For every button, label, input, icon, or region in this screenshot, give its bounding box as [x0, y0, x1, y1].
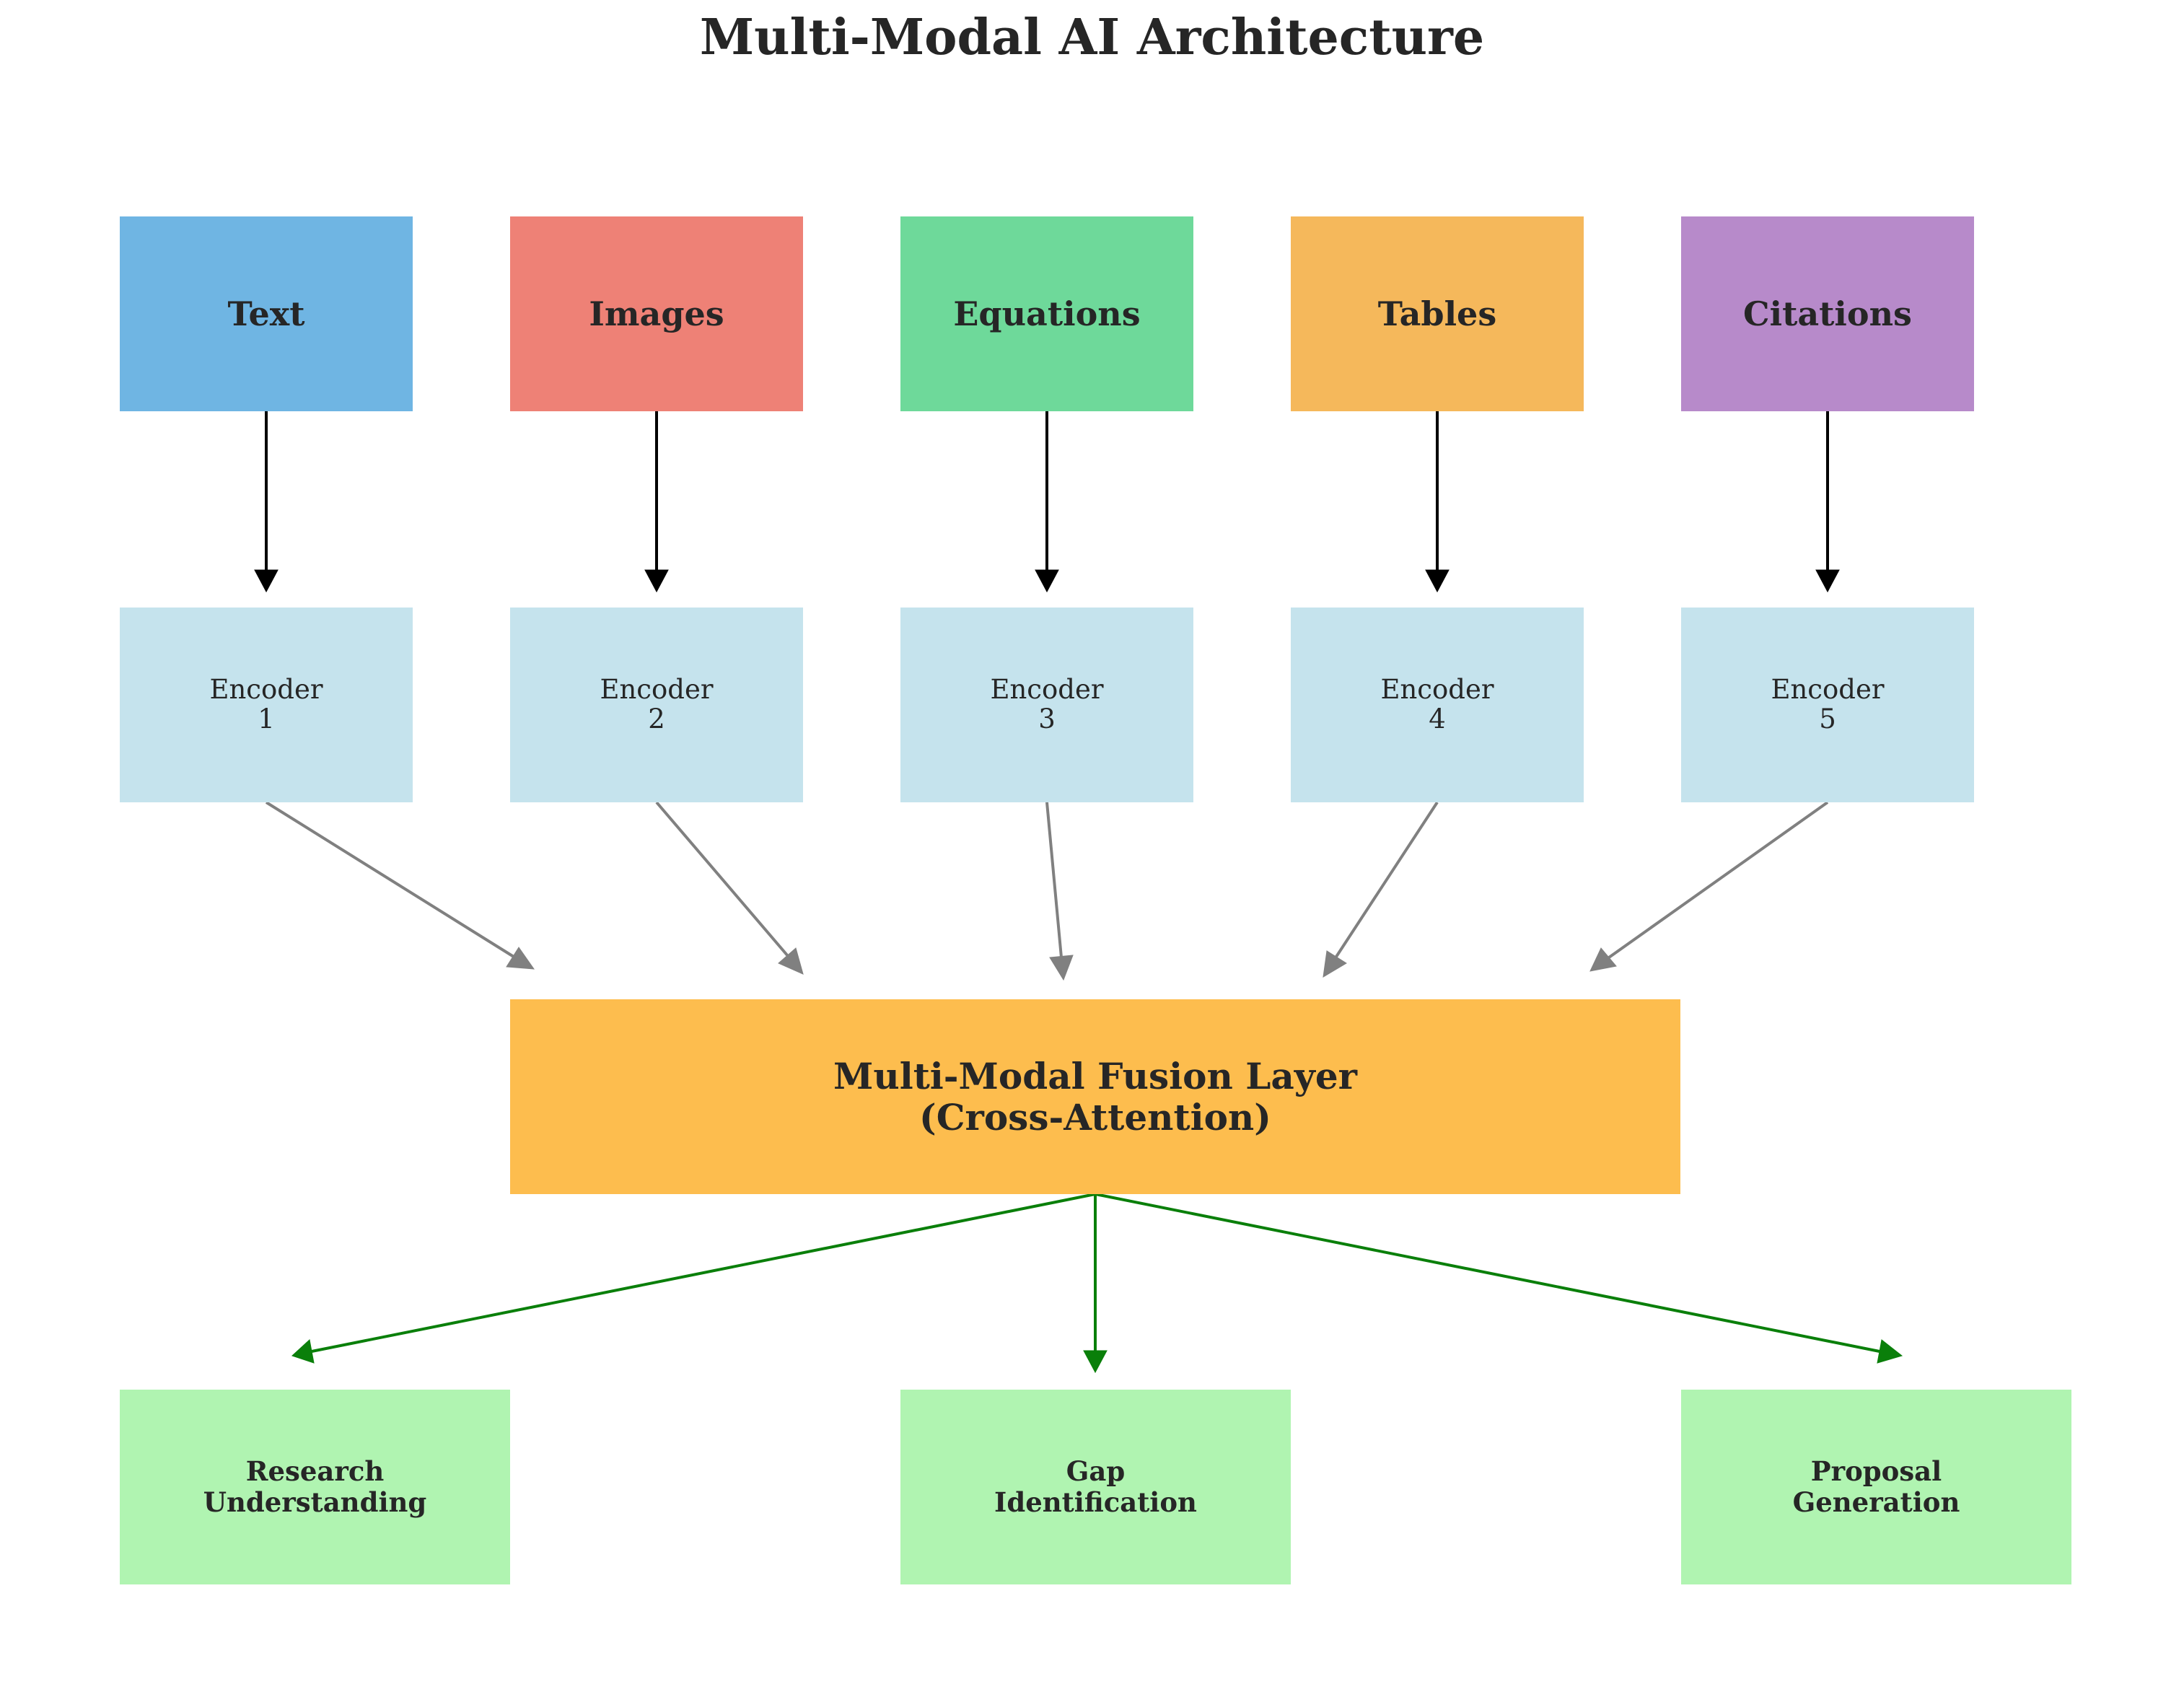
arrow-fusion-to-proposal-generation	[1095, 1193, 1903, 1364]
arrow-encoder-1-to-fusion	[265, 801, 535, 970]
arrow-fusion-to-gap-identification	[1083, 1194, 1108, 1374]
input-box-equations: Equations	[900, 216, 1193, 411]
arrow-equations-to-encoder-3	[1035, 411, 1059, 593]
encoder-box-4: Encoder 4	[1291, 608, 1584, 802]
encoder-box-2: Encoder 2	[510, 608, 803, 802]
input-box-text: Text	[120, 216, 413, 411]
arrow-text-to-encoder-1	[254, 411, 279, 593]
arrow-tables-to-encoder-4	[1425, 411, 1450, 593]
arrow-fusion-to-research-understanding	[291, 1193, 1096, 1364]
input-box-citations: Citations	[1681, 216, 1974, 411]
output-box-gap-identification: Gap Identification	[900, 1390, 1291, 1584]
arrow-encoder-3-to-fusion	[1045, 802, 1074, 981]
encoder-box-5: Encoder 5	[1681, 608, 1974, 802]
input-to-encoder-arrows	[254, 411, 1840, 593]
arrow-citations-to-encoder-5	[1815, 411, 1840, 593]
encoder-to-fusion-arrows	[265, 801, 1829, 981]
fusion-to-output-arrows	[291, 1193, 1903, 1374]
arrow-encoder-5-to-fusion	[1589, 801, 1829, 972]
output-box-research-understanding: Research Understanding	[120, 1390, 510, 1584]
diagram-title: Multi-Modal AI Architecture	[699, 9, 1485, 66]
input-box-tables: Tables	[1291, 216, 1584, 411]
input-box-images: Images	[510, 216, 803, 411]
arrow-encoder-2-to-fusion	[655, 801, 804, 975]
arrow-images-to-encoder-2	[644, 411, 669, 593]
fusion-layer-box: Multi-Modal Fusion Layer (Cross-Attentio…	[510, 999, 1680, 1194]
encoder-box-3: Encoder 3	[900, 608, 1193, 802]
arrow-encoder-4-to-fusion	[1323, 801, 1439, 978]
encoder-box-1: Encoder 1	[120, 608, 413, 802]
output-box-proposal-generation: Proposal Generation	[1681, 1390, 2071, 1584]
